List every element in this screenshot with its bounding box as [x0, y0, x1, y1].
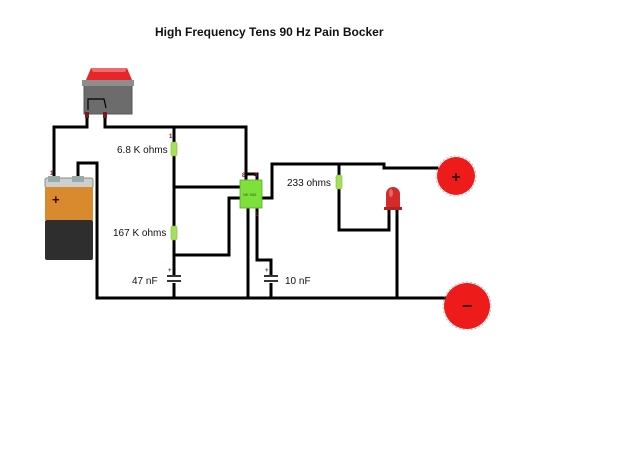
wires — [52, 115, 448, 300]
battery-bottom — [45, 220, 93, 260]
resistor-r2-body — [170, 225, 178, 241]
resistor-r1-body — [170, 141, 178, 157]
resistor-r1: 1 6.8 K ohms — [117, 134, 178, 157]
c1-gap — [166, 275, 182, 283]
capacitor-c1: + 47 nF — [132, 268, 182, 287]
battery-pin-marker: 1 — [50, 171, 54, 177]
resistor-r3: 233 ohms — [287, 174, 343, 190]
switch-pin-left — [85, 112, 89, 118]
rocker-switch[interactable] — [82, 68, 134, 118]
wire-switch-to-battery — [52, 115, 89, 177]
resistor-r2-label: 167 K ohms — [113, 228, 166, 239]
electrode-negative: − — [442, 281, 492, 331]
wire-ic-top-loop — [244, 172, 259, 180]
resistor-r3-body — [335, 174, 343, 190]
electrode-negative-symbol: − — [462, 296, 473, 316]
electrode-positive-outline — [435, 155, 477, 197]
electrode-positive: + — [435, 155, 477, 197]
wire-r2c1-to-ic — [172, 196, 242, 257]
led — [384, 187, 402, 210]
resistor-r3-label: 233 ohms — [287, 178, 331, 189]
battery: + 1 — [44, 171, 94, 260]
led-rim — [384, 207, 402, 210]
wire-ic-to-c2 — [255, 208, 273, 277]
r1-pin-marker: 1 — [169, 134, 173, 140]
led-body — [386, 187, 400, 210]
wire-battery-neg — [76, 161, 99, 300]
capacitor-c2: + 10 nF — [263, 268, 311, 287]
electrode-negative-outline — [442, 281, 492, 331]
battery-terminal-pos — [48, 176, 60, 182]
wire-ic-output — [260, 162, 439, 200]
switch-rocker-highlight — [91, 68, 127, 72]
ic-pin-marker-2: 4 — [254, 173, 258, 179]
switch-bezel — [82, 80, 134, 86]
electrode-positive-symbol: + — [451, 169, 460, 186]
ic-body — [239, 179, 263, 209]
resistor-r2: 167 K ohms — [113, 225, 178, 241]
ic-pin-marker-3: 1 — [255, 212, 259, 218]
electrode-positive-pad — [437, 157, 475, 195]
capacitor-c1-label: 47 nF — [132, 276, 158, 287]
c1-pin-marker: + — [168, 268, 172, 274]
c2-gap — [263, 275, 279, 283]
switch-pin-right — [103, 112, 107, 118]
wire-r3 — [337, 162, 391, 232]
c2-pin-marker: + — [265, 268, 269, 274]
resistor-r1-label: 6.8 K ohms — [117, 145, 168, 156]
battery-plus-symbol: + — [52, 192, 60, 207]
electrode-negative-pad — [444, 283, 490, 329]
led-highlight — [389, 189, 393, 197]
diagram-title: High Frequency Tens 90 Hz Pain Bocker — [155, 25, 384, 39]
ic-pin-marker-1: 8 — [242, 173, 246, 179]
battery-top — [45, 187, 93, 220]
ic-555: 8 4 1 NE 555 — [239, 173, 263, 218]
switch-internal-contact — [87, 98, 107, 110]
battery-terminal-neg — [72, 176, 84, 182]
capacitor-c2-label: 10 nF — [285, 276, 311, 287]
ic-marking: NE 555 — [243, 192, 257, 197]
